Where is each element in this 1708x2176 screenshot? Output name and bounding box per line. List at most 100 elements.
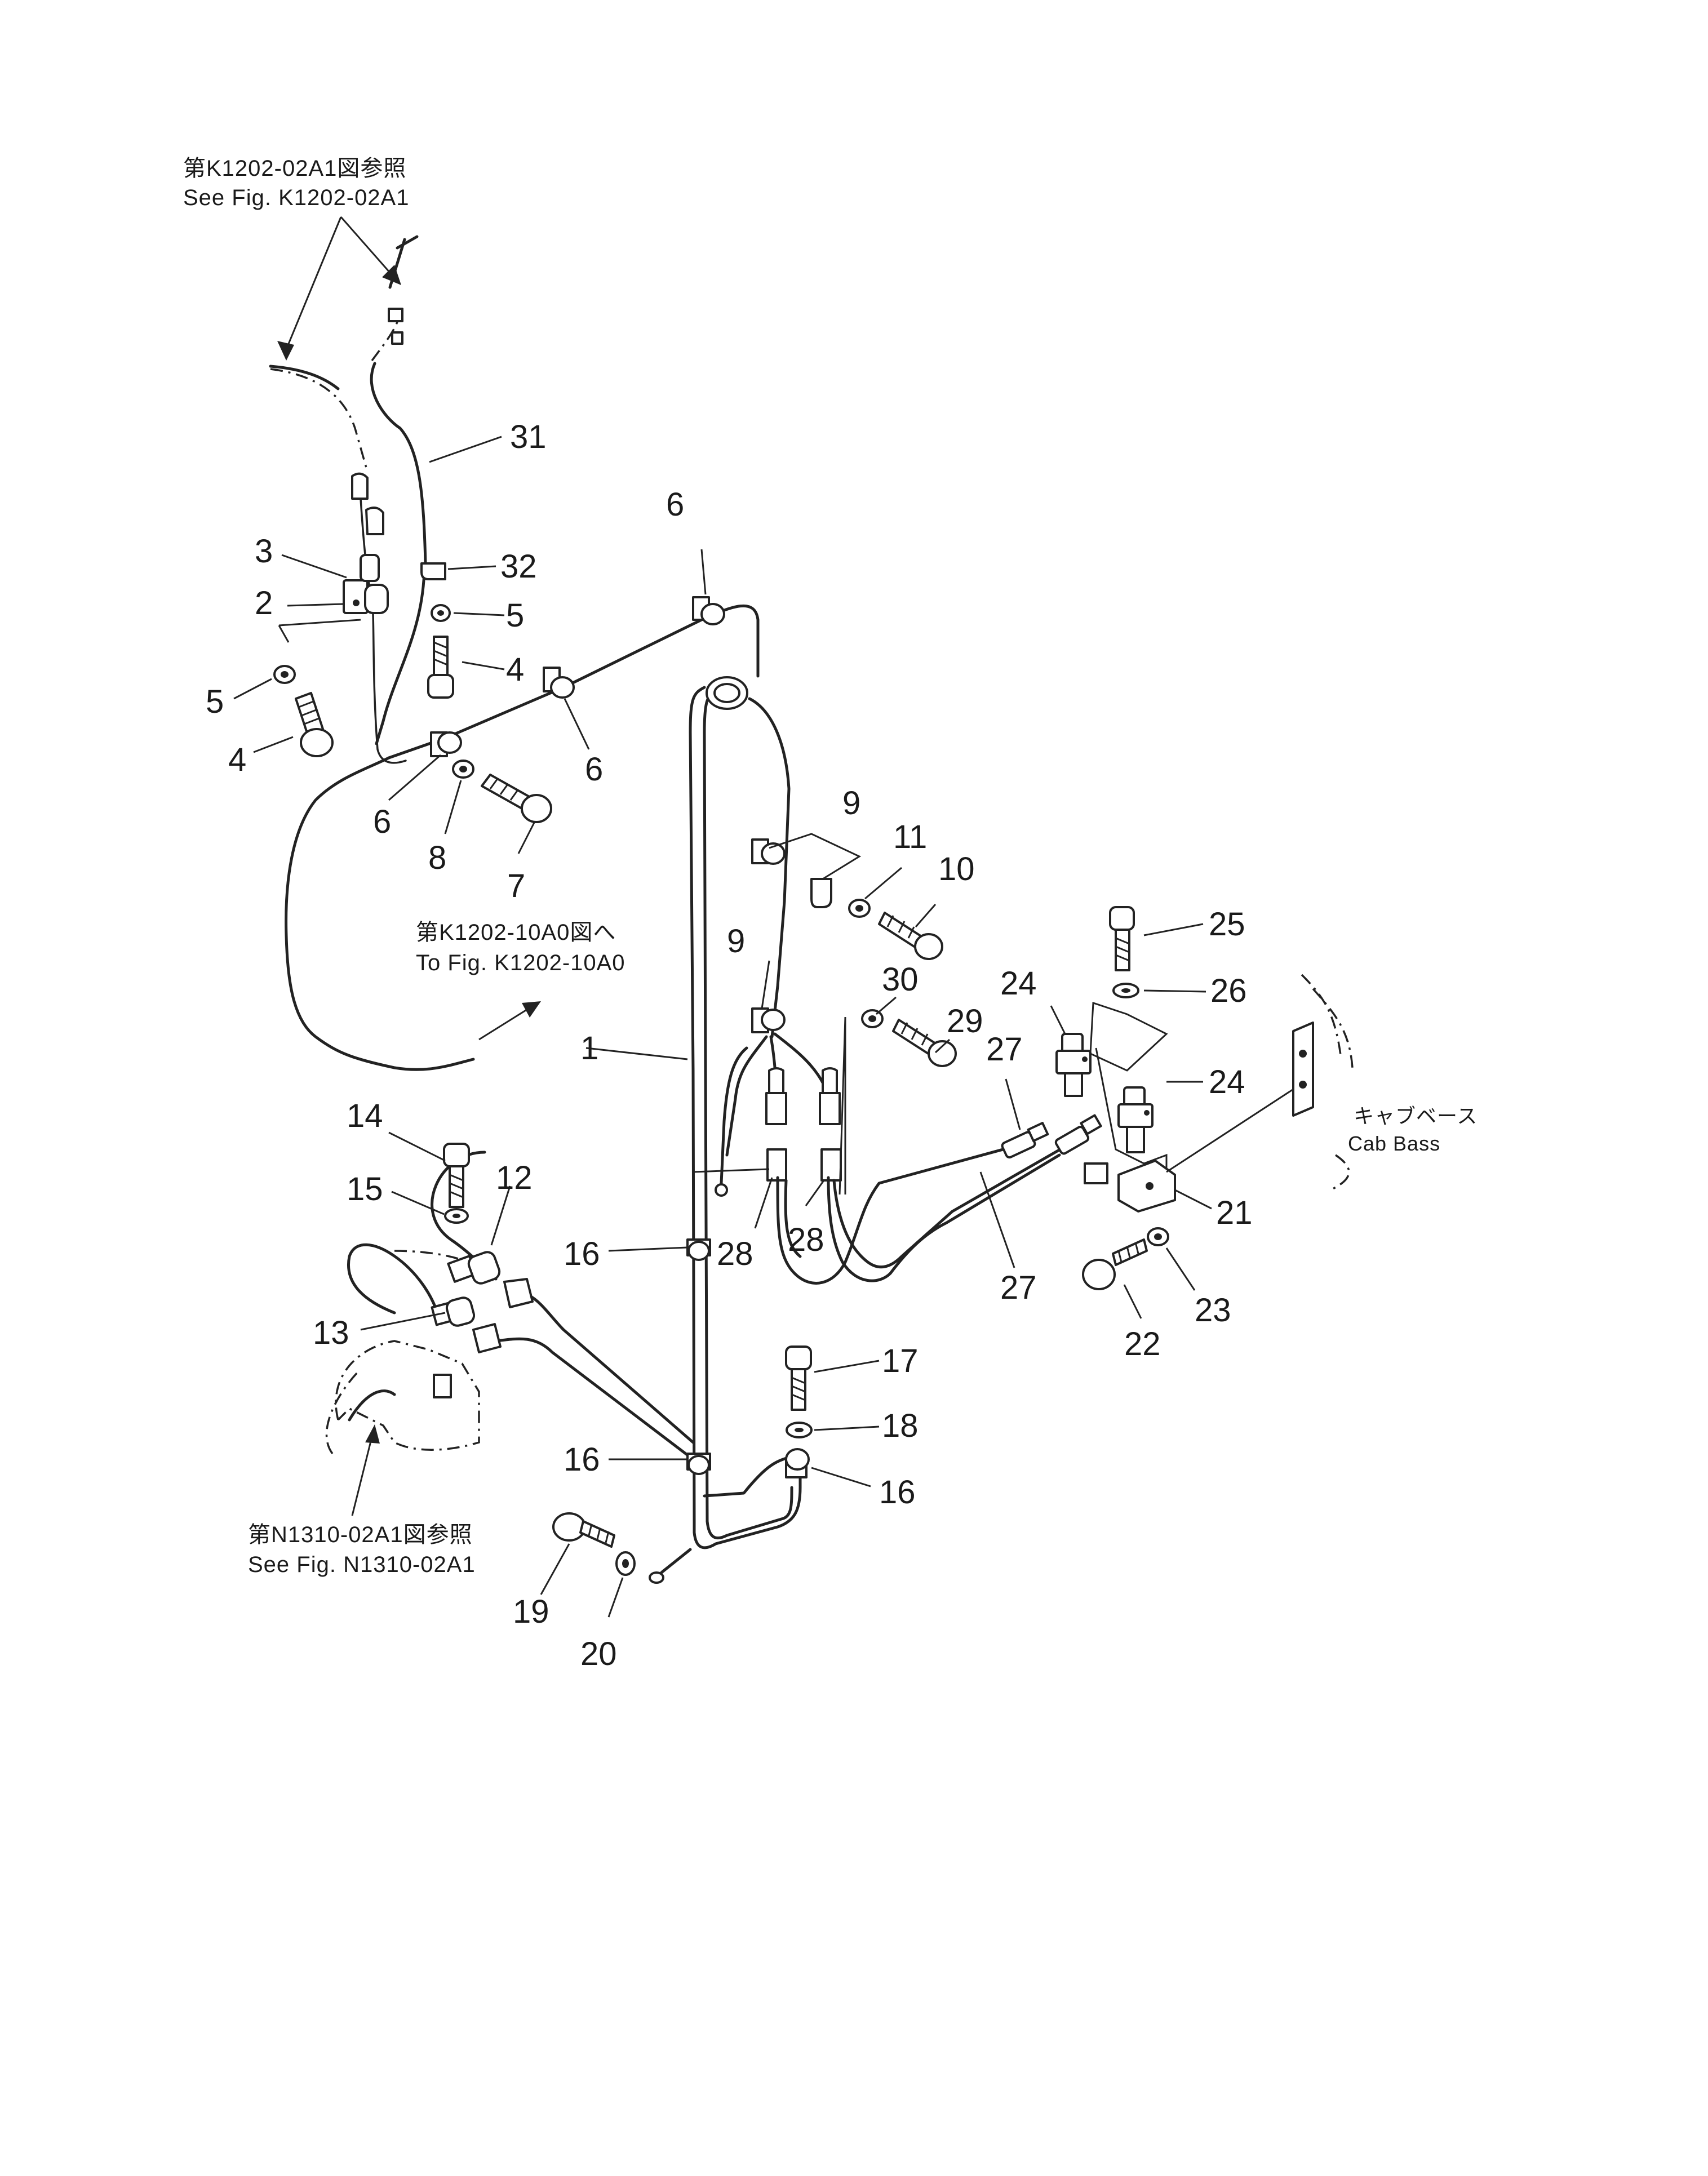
callout-15: 15	[347, 1171, 383, 1207]
bolt-17	[785, 1345, 812, 1411]
solenoid-outline	[335, 1340, 480, 1451]
callout-31: 31	[510, 419, 547, 455]
bolt-25	[1109, 906, 1135, 971]
reference-bottom: 第N1310-02A1図参照 See Fig. N1310-02A1	[248, 1522, 475, 1577]
callout-6a: 6	[666, 486, 684, 523]
clamp-9b-loop	[761, 1009, 786, 1031]
leader-1	[693, 1168, 770, 1173]
leader-5a-pointer	[278, 625, 290, 643]
reference-bottom-jp: 第N1310-02A1図参照	[248, 1522, 473, 1547]
bracket-28-line	[839, 1016, 846, 1195]
connector-28-right	[819, 1016, 846, 1195]
callout-29: 29	[947, 1003, 983, 1040]
lower-assembly	[325, 1151, 695, 1461]
bolt-thread	[886, 915, 915, 939]
clamp-9-upper	[751, 833, 862, 908]
bolt-22-head	[1082, 1259, 1116, 1290]
bracket-21	[1084, 1001, 1297, 1213]
callout-20: 20	[580, 1636, 617, 1672]
bolt-29	[892, 1019, 957, 1067]
reference-mid-jp: 第K1202-10A0図へ	[416, 920, 616, 945]
washer-18	[786, 1422, 813, 1438]
bolt-14-head	[443, 1143, 470, 1167]
callout-19: 19	[513, 1593, 549, 1630]
leader-19	[540, 1543, 570, 1595]
callout-14: 14	[347, 1098, 383, 1134]
reference-cab-en: Cab Bass	[1348, 1132, 1440, 1155]
leader-1-main	[585, 1047, 688, 1060]
bolt-thread	[449, 1174, 464, 1198]
arrow-to-left-harness	[285, 216, 342, 350]
antenna-connector	[388, 308, 403, 322]
callout-1: 1	[580, 1030, 598, 1067]
leader-10	[915, 904, 937, 927]
socket-24b-body	[1117, 1103, 1154, 1128]
reference-cab-jp: キャブベース	[1354, 1104, 1478, 1127]
wire-31	[370, 362, 427, 745]
callout-24b: 24	[1209, 1064, 1245, 1100]
leader-7	[517, 822, 535, 854]
callout-10: 10	[938, 851, 975, 887]
callout-32: 32	[500, 548, 537, 585]
leader-14	[388, 1131, 446, 1162]
callout-4a: 4	[506, 651, 524, 688]
leader-20	[607, 1577, 624, 1618]
callout-2: 2	[255, 585, 273, 621]
bolt-10	[878, 912, 943, 960]
wire-27-b-inner	[832, 1145, 1067, 1269]
bolt-14	[443, 1143, 470, 1208]
leader-6a	[700, 549, 707, 595]
leader-26	[1143, 989, 1206, 993]
callout-21: 21	[1216, 1194, 1253, 1231]
washer-23	[1147, 1227, 1169, 1246]
leader-21	[1174, 1189, 1212, 1210]
antenna-tip	[396, 235, 419, 250]
callout-27a: 27	[986, 1031, 1023, 1068]
reference-mid-en: To Fig. K1202-10A0	[416, 951, 625, 975]
leader-8	[444, 780, 462, 834]
connector-28a-lower	[766, 1148, 787, 1182]
solenoid-connector	[433, 1374, 452, 1398]
grommet-inner	[713, 683, 740, 703]
callout-6b: 6	[585, 751, 603, 788]
reference-arrows	[277, 216, 541, 1516]
leader-16a	[608, 1246, 688, 1252]
callout-4b: 4	[228, 741, 246, 778]
washer-26	[1112, 983, 1139, 998]
bolt-22	[1082, 1238, 1148, 1290]
washer-5-hole	[437, 610, 444, 616]
leader-27b	[979, 1171, 1015, 1268]
clamp-6b-loop	[550, 676, 575, 699]
solenoid-wire	[348, 1389, 396, 1422]
leader-11	[864, 867, 902, 900]
callout-16b: 16	[564, 1441, 600, 1478]
arrowhead-icon	[382, 265, 401, 285]
washer-15-hole	[452, 1214, 460, 1218]
bracket-21-foot	[1084, 1162, 1108, 1184]
socket-24-left	[1055, 1033, 1092, 1097]
harness-vertical-inner	[703, 689, 717, 1523]
relay-12-body	[467, 1251, 501, 1285]
washer-30-hole	[868, 1015, 876, 1022]
clamp-16-upper	[686, 1238, 711, 1261]
main-harness-1	[285, 604, 833, 1584]
connector-28a-cap	[768, 1067, 784, 1094]
harness-dashed-left	[270, 368, 367, 468]
washer-20-hole	[622, 1559, 629, 1568]
bolt-thread	[588, 1524, 610, 1543]
cab-bracket-hole	[1299, 1050, 1307, 1058]
callout-16c: 16	[879, 1474, 916, 1511]
connector-13b	[472, 1323, 502, 1353]
clamp-16-lower	[686, 1453, 711, 1475]
washer-15	[444, 1208, 469, 1224]
arrow-to-fig-n1310-02a1	[351, 1436, 373, 1516]
leader-6b	[564, 698, 590, 750]
leader-5a	[453, 612, 505, 616]
bolt-thread	[791, 1376, 806, 1401]
clamp-16b-loop	[687, 1455, 710, 1475]
upper-harness	[269, 235, 427, 764]
ground-terminal-ring	[715, 1183, 728, 1197]
reference-mid: 第K1202-10A0図へ To Fig. K1202-10A0	[416, 920, 625, 975]
washer-26-hole	[1121, 988, 1130, 993]
bolt-7	[481, 774, 552, 823]
